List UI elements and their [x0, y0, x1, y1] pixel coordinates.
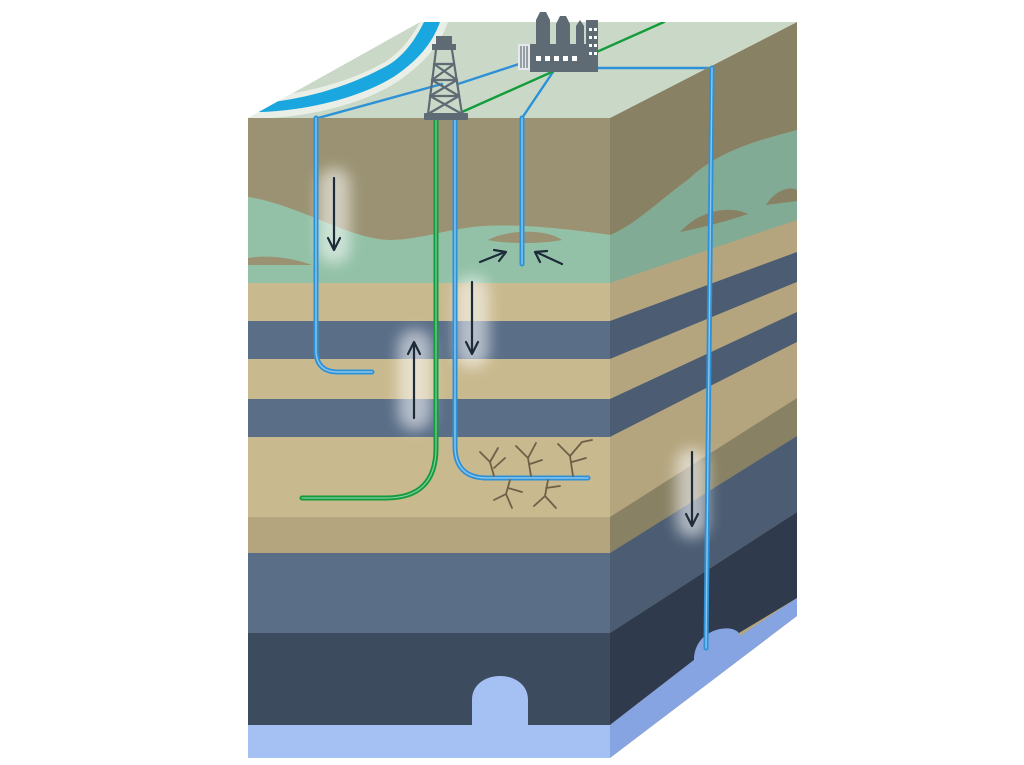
front-sand-layer-1: [248, 283, 610, 321]
front-sand-dark-band: [248, 517, 610, 553]
front-deep-layer: [248, 633, 610, 725]
derrick-cap: [436, 36, 452, 44]
front-face: [248, 118, 610, 758]
derrick-base: [424, 113, 468, 120]
factory-building: [530, 12, 598, 72]
front-slate-layer-3: [248, 553, 610, 633]
